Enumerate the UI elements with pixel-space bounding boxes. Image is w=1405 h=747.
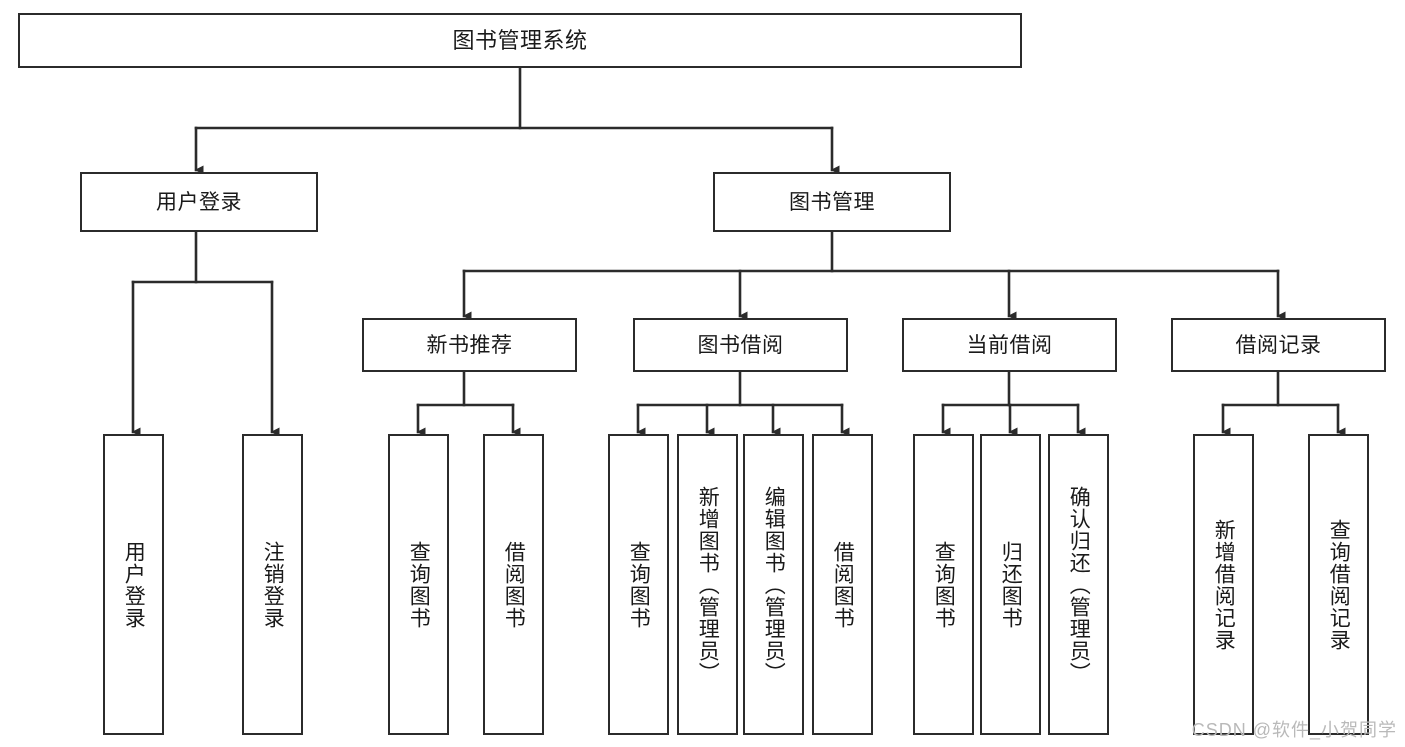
leaf-user-login[interactable]: 用户登录 xyxy=(103,434,164,735)
leaf-add-book-admin[interactable]: 新增图书（管理员） xyxy=(677,434,738,735)
leaf-label: 新增借阅记录 xyxy=(1212,518,1236,651)
leaf-label: 查询图书 xyxy=(407,540,431,629)
leaf-label: 新增图书（管理员） xyxy=(696,485,720,684)
leaf-new-book-borrow[interactable]: 借阅图书 xyxy=(483,434,544,735)
leaf-label: 查询图书 xyxy=(932,540,956,629)
node-current-borrow[interactable]: 当前借阅 xyxy=(902,318,1117,372)
leaf-label: 归还图书 xyxy=(999,540,1023,629)
node-user-login[interactable]: 用户登录 xyxy=(80,172,318,232)
node-borrow-record[interactable]: 借阅记录 xyxy=(1171,318,1386,372)
node-label: 借阅记录 xyxy=(1235,333,1322,357)
node-new-book-recommend[interactable]: 新书推荐 xyxy=(362,318,577,372)
leaf-logout[interactable]: 注销登录 xyxy=(242,434,303,735)
node-label: 图书管理 xyxy=(789,190,875,214)
node-label: 图书管理系统 xyxy=(452,27,588,53)
leaf-label: 查询借阅记录 xyxy=(1327,518,1351,651)
leaf-confirm-return-admin[interactable]: 确认归还（管理员） xyxy=(1048,434,1109,735)
leaf-label: 借阅图书 xyxy=(502,540,526,629)
leaf-label: 编辑图书（管理员） xyxy=(762,485,786,684)
leaf-edit-book-admin[interactable]: 编辑图书（管理员） xyxy=(743,434,804,735)
leaf-current-query-book[interactable]: 查询图书 xyxy=(913,434,974,735)
leaf-label: 查询图书 xyxy=(627,540,651,629)
leaf-new-book-query[interactable]: 查询图书 xyxy=(388,434,449,735)
leaf-return-book[interactable]: 归还图书 xyxy=(980,434,1041,735)
leaf-label: 借阅图书 xyxy=(831,540,855,629)
node-label: 图书借阅 xyxy=(697,333,784,357)
node-book-management[interactable]: 图书管理 xyxy=(713,172,951,232)
leaf-label: 用户登录 xyxy=(122,540,146,629)
leaf-borrow-query-book[interactable]: 查询图书 xyxy=(608,434,669,735)
node-book-management-system[interactable]: 图书管理系统 xyxy=(18,13,1022,68)
leaf-borrow-book[interactable]: 借阅图书 xyxy=(812,434,873,735)
leaf-label: 注销登录 xyxy=(261,540,285,629)
leaf-add-borrow-record[interactable]: 新增借阅记录 xyxy=(1193,434,1254,735)
node-book-borrow[interactable]: 图书借阅 xyxy=(633,318,848,372)
node-label: 新书推荐 xyxy=(426,333,513,357)
node-label: 当前借阅 xyxy=(966,333,1053,357)
node-label: 用户登录 xyxy=(156,190,242,214)
leaf-label: 确认归还（管理员） xyxy=(1067,485,1091,684)
leaf-query-borrow-record[interactable]: 查询借阅记录 xyxy=(1308,434,1369,735)
